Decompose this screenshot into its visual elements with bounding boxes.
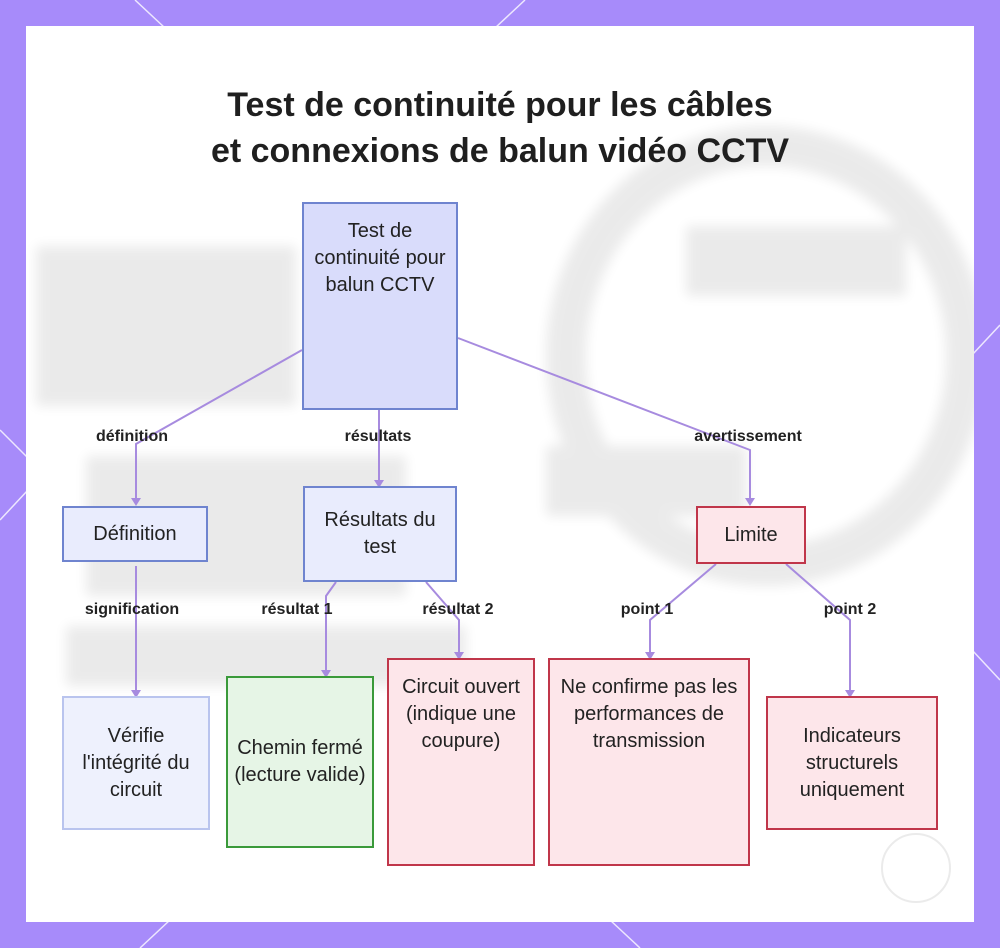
edge-root-definition bbox=[135, 349, 303, 504]
node-open-label: Circuit ouvert (indique une coupure) bbox=[402, 676, 520, 752]
node-definition-label: Définition bbox=[93, 522, 177, 545]
arrow-closed bbox=[321, 670, 331, 678]
title-line-1: Test de continuité pour les câbles bbox=[227, 86, 773, 124]
node-verify-label: Vérifie l'intégrité du circuit bbox=[82, 724, 190, 801]
node-root-label: Test de continuité pour balun CCTV bbox=[314, 220, 446, 296]
arrow-open bbox=[454, 652, 464, 660]
edge-results-open bbox=[425, 581, 460, 658]
connector-lines bbox=[131, 337, 855, 698]
node-structural: Indicateurs structurels uniquement bbox=[766, 696, 938, 830]
node-verify: Vérifie l'intégrité du circuit bbox=[62, 696, 210, 830]
edge-label-point2: point 2 bbox=[823, 601, 877, 618]
node-results: Résultats du test bbox=[303, 486, 457, 582]
arrow-limit bbox=[745, 498, 755, 506]
edge-label-point1: point 1 bbox=[620, 601, 674, 618]
edge-limit-noconfirm bbox=[649, 563, 717, 658]
edge-label-definition: définition bbox=[96, 428, 168, 445]
node-open: Circuit ouvert (indique une coupure) bbox=[387, 658, 535, 866]
node-structural-label: Indicateurs structurels uniquement bbox=[799, 724, 905, 801]
edge-limit-structural bbox=[785, 563, 851, 696]
edge-label-meaning: signification bbox=[84, 601, 180, 618]
arrow-verify bbox=[131, 690, 141, 698]
node-definition: Définition bbox=[62, 506, 208, 562]
node-limit: Limite bbox=[696, 506, 806, 564]
node-root: Test de continuité pour balun CCTV bbox=[302, 202, 458, 410]
edge-label-result1: résultat 1 bbox=[261, 601, 333, 618]
arrow-structural bbox=[845, 690, 855, 698]
node-no-confirm: Ne confirme pas les performances de tran… bbox=[548, 658, 750, 866]
edge-label-result2: résultat 2 bbox=[422, 601, 494, 618]
arrow-results bbox=[374, 480, 384, 488]
edge-root-limit bbox=[457, 337, 751, 504]
arrow-noconfirm bbox=[645, 652, 655, 660]
node-no-confirm-label: Ne confirme pas les performances de tran… bbox=[560, 676, 738, 752]
node-closed-label: Chemin fermé (lecture valide) bbox=[234, 737, 366, 786]
title-line-2: et connexions de balun vidéo CCTV bbox=[210, 132, 790, 170]
edge-label-results: résultats bbox=[344, 428, 412, 445]
arrow-definition bbox=[131, 498, 141, 506]
node-closed: Chemin fermé (lecture valide) bbox=[226, 676, 374, 848]
node-results-label: Résultats du test bbox=[324, 509, 436, 558]
edge-label-warning: avertissement bbox=[694, 428, 802, 445]
diagram-card: Test de continuité pour les câbles et co… bbox=[26, 26, 974, 922]
diagram-title: Test de continuité pour les câbles et co… bbox=[26, 82, 974, 174]
edge-results-closed bbox=[325, 581, 337, 676]
node-limit-label: Limite bbox=[724, 523, 778, 546]
